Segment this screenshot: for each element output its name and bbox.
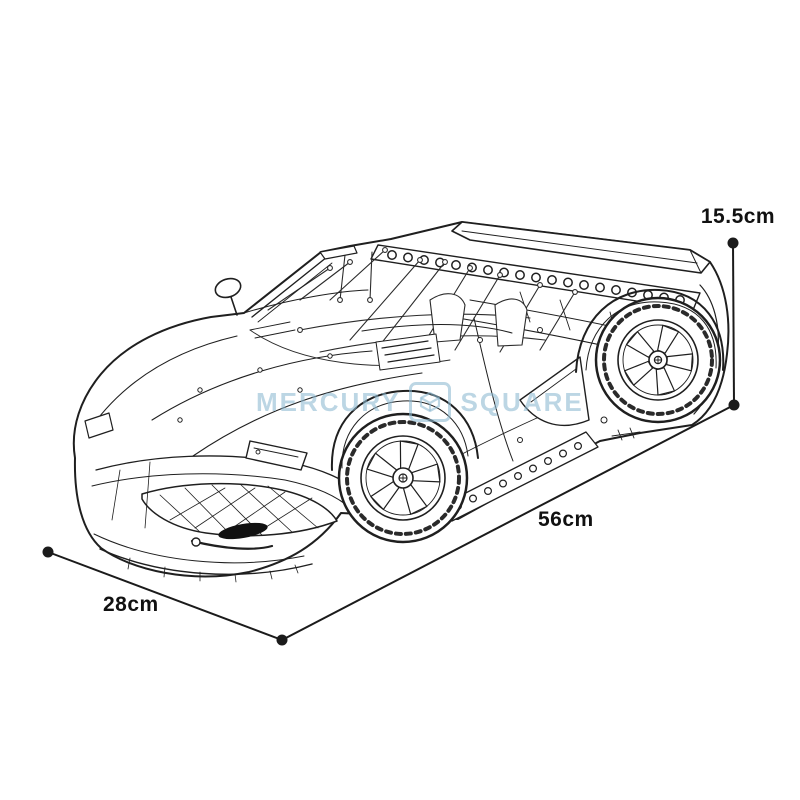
dimension-endpoints [42,237,740,646]
endpoint-dot [42,546,54,558]
height-dimension-label: 15.5cm [700,205,776,228]
side-mirror [214,277,242,299]
width-dimension-label: 28cm [103,593,159,616]
front-grille [141,482,338,537]
headlight [245,440,308,471]
front-splitter [99,548,313,575]
width-dimension-line [47,551,283,641]
length-dimension-label: 56cm [538,508,594,531]
rear-wheel [594,296,722,424]
side-mirror-stalk [230,296,238,316]
endpoint-dot [728,399,740,411]
endpoint-dot [276,634,288,646]
height-dimension-line [732,242,735,406]
front-intake-shadow [218,522,268,540]
length-dimension-line [281,404,735,641]
left-lamp [84,412,114,439]
windshield-header [319,245,358,260]
front-wheel [337,412,469,544]
front-wheel-arch [330,389,479,471]
dimension-lines [47,242,735,641]
rear-wheel-arch [575,288,725,373]
side-intake [519,356,590,427]
endpoint-dot [727,237,739,249]
cockpit-frame [249,247,578,366]
